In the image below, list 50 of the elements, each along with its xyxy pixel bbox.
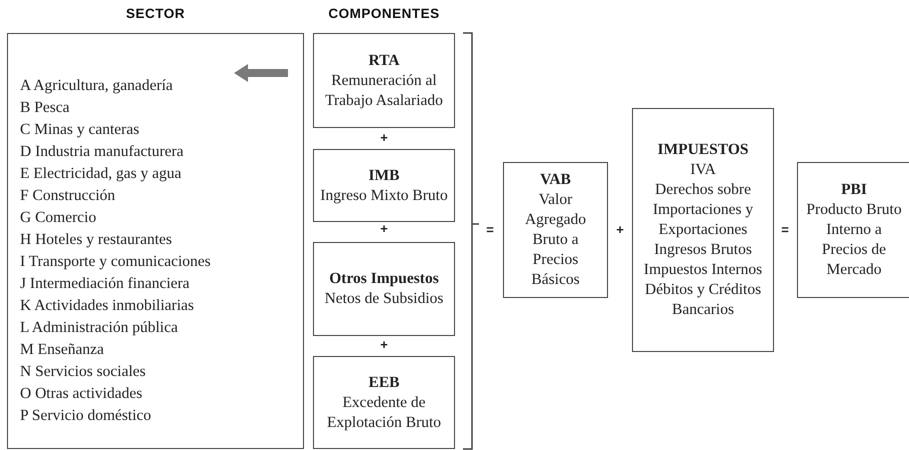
box-title: EEB (368, 372, 400, 392)
sector-list-box (7, 33, 304, 449)
sector-item: B Pesca (20, 98, 70, 118)
sector-item: G Comercio (20, 208, 96, 228)
component-box (797, 162, 909, 298)
sector-item: O Otras actividades (20, 384, 142, 404)
sector-item: I Transporte y comunicaciones (20, 252, 211, 272)
sector-item: L Administración pública (20, 318, 178, 338)
sector-item: K Actividades inmobiliarias (20, 296, 194, 316)
component-box (313, 33, 455, 128)
box-description: Netos de Subsidios (324, 289, 444, 309)
box-description: Derechos sobre Importaciones y Exportaciones (652, 180, 754, 240)
operator-sign: = (780, 223, 790, 237)
box-title: IMB (368, 166, 400, 186)
box-description: Remuneración al Trabajo Asalariado (324, 70, 444, 110)
box-description: IVA (690, 160, 716, 180)
sector-item: E Electricidad, gas y agua (20, 164, 182, 184)
box-title: IMPUESTOS (657, 140, 749, 160)
component-box (503, 162, 608, 298)
sector-item: P Servicio doméstico (20, 406, 152, 426)
component-box (632, 108, 774, 352)
box-description: Producto Bruto Interno a Precios de Mercado (805, 200, 903, 280)
sector-item: F Construcción (20, 186, 116, 206)
component-box (313, 149, 455, 222)
sector-item: A Agricultura, ganadería (20, 76, 173, 96)
box-title: PBI (841, 180, 867, 200)
sector-item: C Minas y canteras (20, 120, 140, 140)
operator-sign: + (379, 222, 389, 236)
box-description: Excedente de Explotación Bruto (326, 392, 442, 432)
column-heading: COMPONENTES (327, 6, 441, 21)
box-title: VAB (540, 170, 571, 190)
box-title: RTA (368, 50, 400, 70)
box-description: Ingreso Mixto Bruto (320, 186, 448, 206)
sector-item: N Servicios sociales (20, 362, 146, 382)
box-description: Ingresos Brutos (654, 240, 752, 260)
sector-item: H Hoteles y restaurantes (20, 230, 172, 250)
box-title: Otros Impuestos (329, 269, 439, 289)
sector-item: D Industria manufacturera (20, 142, 184, 162)
column-heading: SECTOR (124, 6, 186, 21)
operator-sign: + (615, 223, 625, 237)
component-box (313, 356, 455, 449)
operator-sign: = (485, 223, 495, 237)
operator-sign: + (379, 131, 389, 145)
box-description: Valor Agregado Bruto a Precios Básicos (524, 190, 588, 290)
operator-sign: + (379, 338, 389, 352)
sector-item: J Intermediación financiera (20, 274, 190, 294)
box-description: Débitos y Créditos Bancarios (644, 280, 762, 320)
component-box (313, 242, 455, 336)
box-description: Impuestos Internos (644, 260, 762, 280)
sector-item: M Enseñanza (20, 340, 104, 360)
